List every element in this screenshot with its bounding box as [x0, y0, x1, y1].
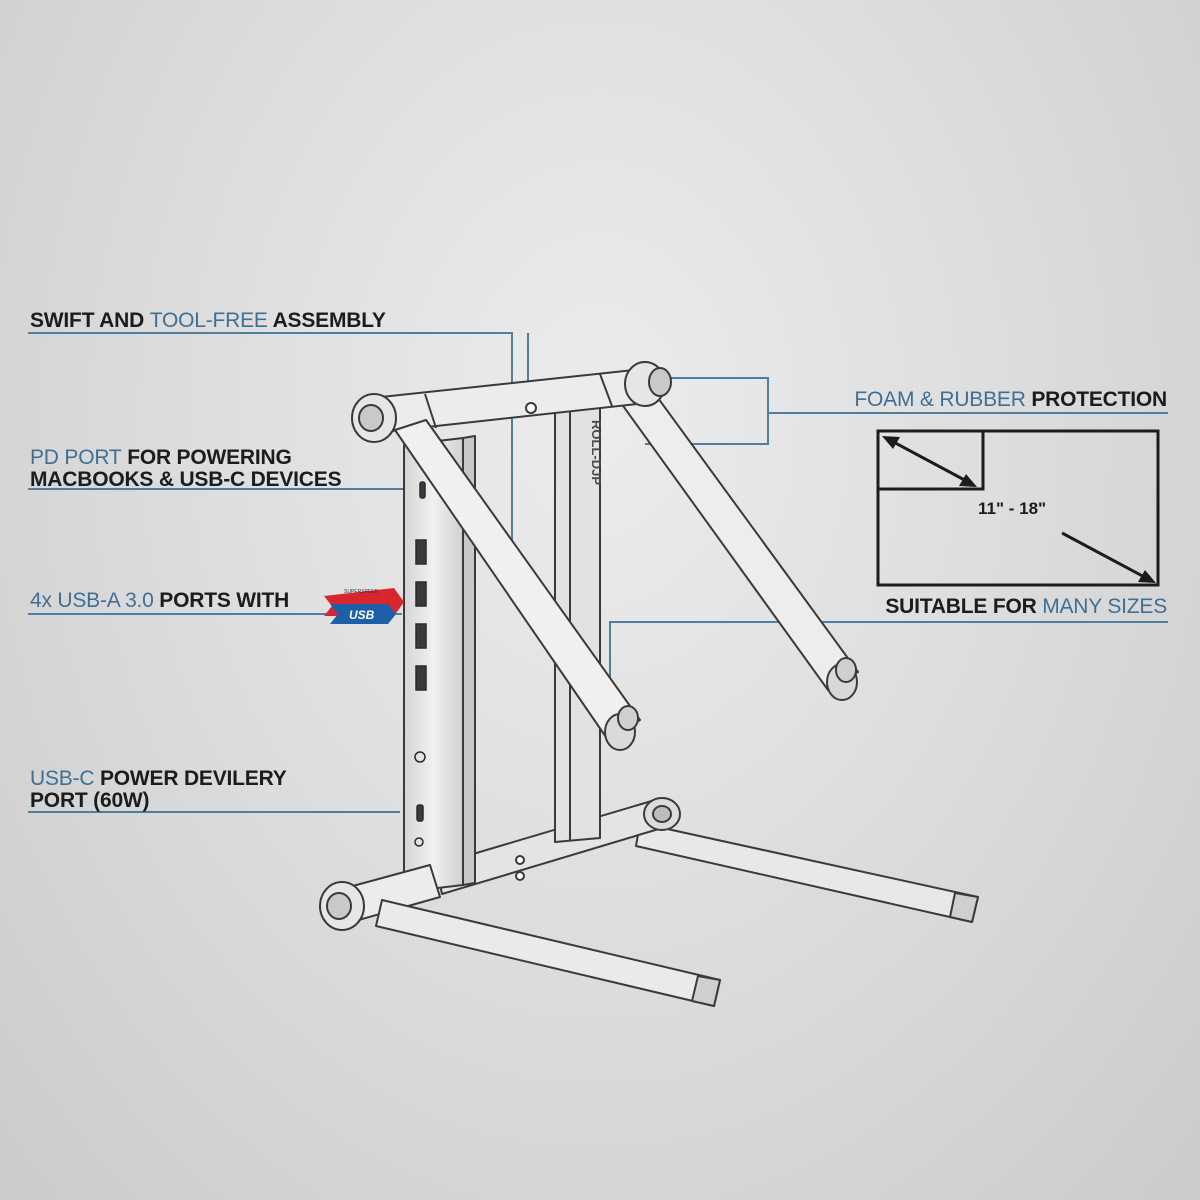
assembly-callout-post: ASSEMBLY	[267, 309, 386, 332]
callout-lines	[28, 332, 1168, 813]
usb-c-callout-highlight: USB-C	[30, 767, 95, 790]
usb-c-callout: USB-C POWER DEVILERY PORT (60W)	[30, 768, 287, 812]
usb-superspeed-logo-icon: SUPERSPEED USB	[324, 588, 404, 624]
sizes-leader-line	[609, 621, 1168, 690]
foam-callout-highlight: FOAM & RUBBER	[854, 388, 1026, 411]
usb-c-callout-line1: USB-C POWER DEVILERY	[30, 768, 287, 790]
usb-a-callout: 4x USB-A 3.0 PORTS WITH	[30, 590, 289, 612]
foam-callout: FOAM & RUBBER PROTECTION	[854, 389, 1167, 411]
pd-port-callout-line1: PD PORT FOR POWERING	[30, 447, 341, 469]
front-left-foot	[375, 899, 721, 1007]
laptop-size-diagram-icon	[876, 429, 1160, 587]
usb-a-callout-highlight: 4x USB-A 3.0	[30, 589, 154, 612]
pd-port-callout: PD PORT FOR POWERING MACBOOKS & USB-C DE…	[30, 447, 342, 491]
sizes-callout-pre: SUITABLE FOR	[885, 595, 1043, 618]
usb-a-port-2	[415, 581, 427, 607]
foam-callout-post: PROTECTION	[1025, 388, 1167, 411]
usb-a-port-1	[415, 539, 427, 565]
sizes-callout-highlight: MANY SIZES	[1042, 595, 1167, 618]
pd-port-callout-highlight: PD PORT	[30, 446, 122, 469]
usb-a-port-3	[415, 623, 427, 649]
foam-leader-bracket	[645, 377, 769, 445]
usb-c-port-slot	[416, 804, 424, 822]
usb-c-callout-line2: PORT (60W)	[30, 789, 150, 812]
assembly-leader-line	[28, 332, 513, 540]
left-support-arm	[394, 419, 641, 741]
stand-brand-print: ROLL-DJP	[589, 420, 604, 485]
stand-frame	[319, 361, 979, 1007]
size-range-text: 11" - 18"	[978, 499, 1046, 518]
pd-port-slot	[419, 481, 426, 499]
right-support-arm	[607, 371, 859, 691]
usb-logo-main-text: USB	[349, 608, 375, 622]
sizes-callout: SUITABLE FOR MANY SIZES	[885, 596, 1167, 618]
pd-port-callout-line1-post: FOR POWERING	[121, 446, 292, 469]
usb-a-callout-post: PORTS WITH	[153, 589, 290, 612]
assembly-callout-highlight: TOOL-FREE	[149, 309, 268, 332]
usb-a-port-4	[415, 665, 427, 691]
back-right-foot	[635, 822, 979, 923]
assembly-callout-pre: SWIFT AND	[30, 309, 150, 332]
assembly-callout: SWIFT AND TOOL-FREE ASSEMBLY	[30, 310, 386, 332]
usb-logo-small-text: SUPERSPEED	[344, 589, 379, 595]
port-panel	[414, 481, 427, 847]
usb-c-callout-line1-post: POWER DEVILERY	[94, 767, 287, 790]
pd-port-callout-line2: MACBOOKS & USB-C DEVICES	[30, 468, 342, 491]
